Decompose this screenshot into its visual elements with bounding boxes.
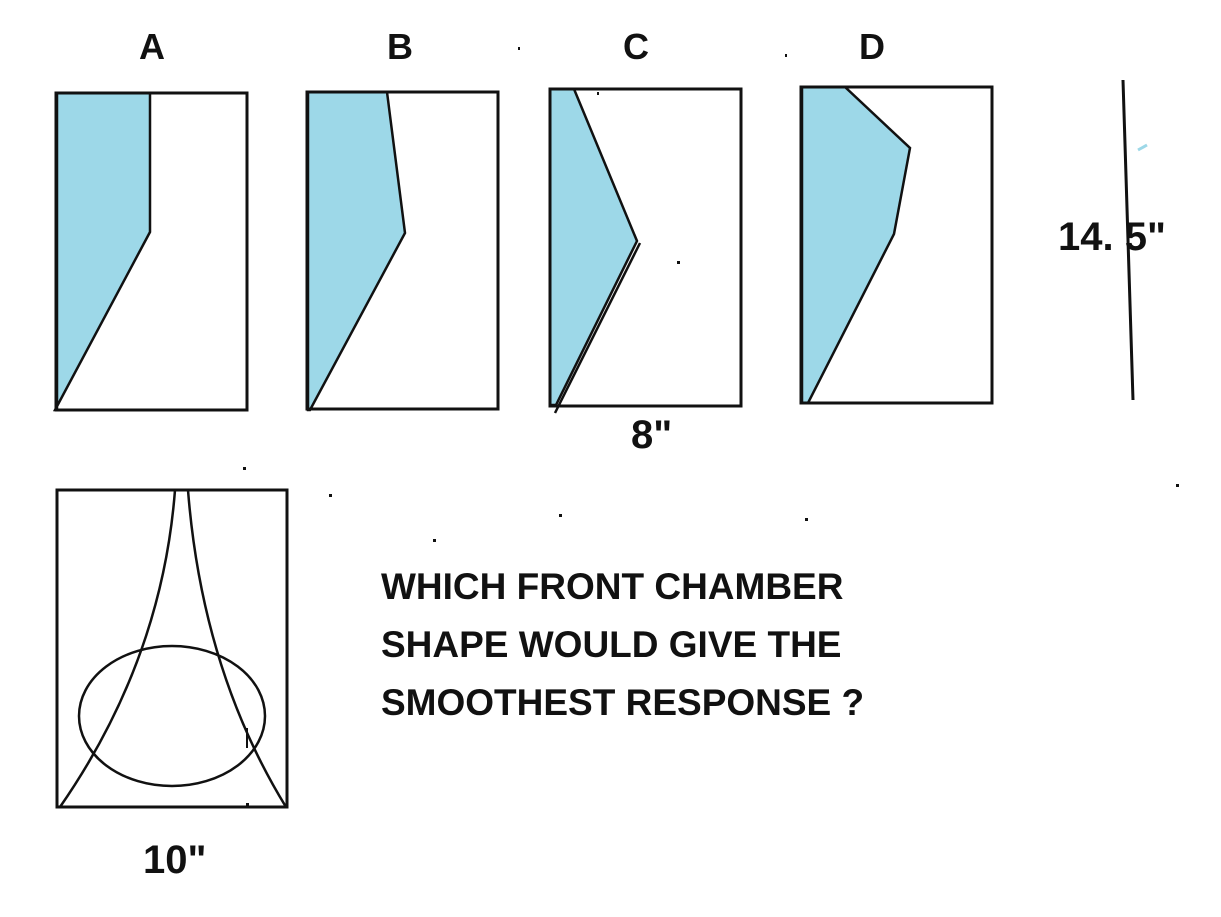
panel-c-chamber-fill [548, 87, 639, 407]
panel-c [548, 87, 743, 414]
width-dimension-label-small: 8" [631, 413, 673, 457]
question-line-3: SMOOTHEST RESPONSE ? [381, 682, 865, 723]
panel-b [305, 90, 500, 412]
panel-a [52, 91, 249, 412]
panel-c-box [548, 87, 743, 408]
cabinet-drawing [55, 488, 289, 809]
height-dimension-label: 14. 5" [1058, 215, 1166, 259]
question-text: WHICH FRONT CHAMBER SHAPE WOULD GIVE THE… [381, 558, 864, 732]
driver-ellipse [77, 644, 267, 788]
panel-label-d: D [859, 26, 885, 67]
stray-blue-mark [1137, 143, 1148, 152]
panel-d [799, 85, 994, 405]
panel-label-a: A [139, 26, 165, 67]
question-line-1: WHICH FRONT CHAMBER [381, 566, 844, 607]
panel-b-chamber-fill [306, 90, 407, 412]
panel-b-box [305, 90, 500, 411]
panel-d-chamber-fill [800, 85, 912, 405]
width-dimension-label-large: 10" [143, 838, 207, 882]
stray-marks [243, 47, 1179, 806]
panel-c-stray-stroke [553, 242, 642, 414]
cabinet-box [55, 488, 289, 809]
panel-label-c: C [623, 26, 649, 67]
panel-d-box [799, 85, 994, 405]
question-line-2: SHAPE WOULD GIVE THE [381, 624, 842, 665]
panel-label-b: B [387, 26, 413, 67]
panel-a-box [54, 91, 249, 412]
height-dimension-line [1121, 79, 1135, 401]
horn-left-flare [58, 489, 177, 808]
panel-a-chamber-fill [52, 91, 152, 412]
horn-right-flare [186, 489, 288, 808]
